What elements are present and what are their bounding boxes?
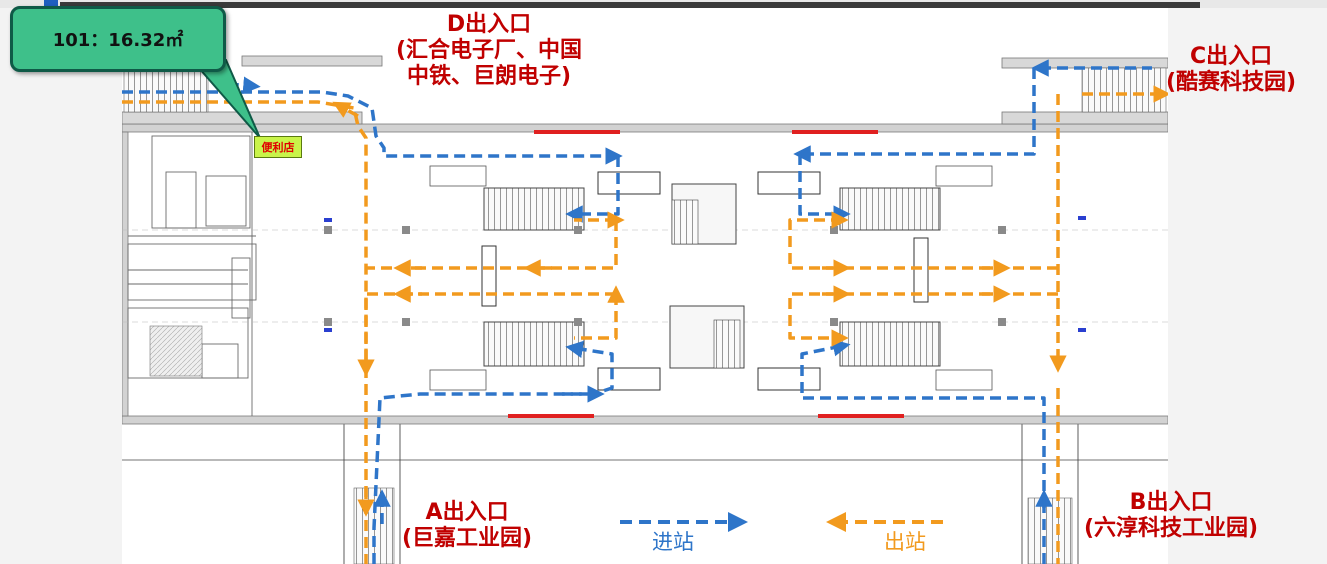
ticket-machines	[429, 165, 993, 391]
structural-columns	[324, 226, 1006, 326]
top-bar-line	[60, 2, 1200, 8]
floor-plan-drawing	[122, 55, 1168, 564]
floor-plan	[122, 8, 1168, 564]
exit-a-line-2: (巨嘉工业园)	[402, 525, 533, 551]
exit-d-line-3: 中铁、巨朗电子)	[407, 63, 572, 89]
blue-marks	[324, 216, 1086, 332]
legend-entry-label: 进站	[652, 530, 694, 554]
exit-b-line-1: B出入口	[1129, 490, 1213, 515]
store-label-text: 便利店	[261, 141, 295, 154]
column-grid	[122, 229, 1168, 323]
a-entrance-passage	[343, 424, 401, 564]
exit-c-label: C出入口 (酷赛科技园)	[1166, 44, 1296, 96]
escalators	[483, 187, 941, 367]
exit-b-line-2: (六淳科技工业园)	[1084, 515, 1259, 541]
legend-exit-label: 出站	[884, 530, 926, 554]
exit-flow-paths	[122, 85, 1168, 564]
exit-d-line-1: D出入口	[446, 12, 532, 37]
hall-walls	[122, 123, 1168, 425]
corner-mark	[44, 0, 58, 6]
fare-gates	[481, 171, 929, 391]
left-rooms	[127, 132, 257, 416]
red-bars	[508, 130, 904, 418]
exit-d-label: D出入口 (汇合电子厂、中国 中铁、巨朗电子)	[396, 12, 582, 90]
exit-d-line-2: (汇合电子厂、中国	[396, 37, 583, 63]
exit-c-line-1: C出入口	[1189, 44, 1273, 69]
b-entrance-passage	[1021, 424, 1079, 564]
exit-a-label: A出入口 (巨嘉工业园)	[402, 500, 532, 552]
convenience-store-label: 便利店	[254, 136, 302, 158]
exit-c-line-2: (酷赛科技园)	[1166, 69, 1297, 95]
area-callout: 101：16.32㎡	[10, 6, 226, 72]
exit-b-label: B出入口 (六淳科技工业园)	[1084, 490, 1258, 542]
area-callout-text: 101：16.32㎡	[52, 30, 184, 51]
exit-a-line-1: A出入口	[425, 500, 509, 525]
